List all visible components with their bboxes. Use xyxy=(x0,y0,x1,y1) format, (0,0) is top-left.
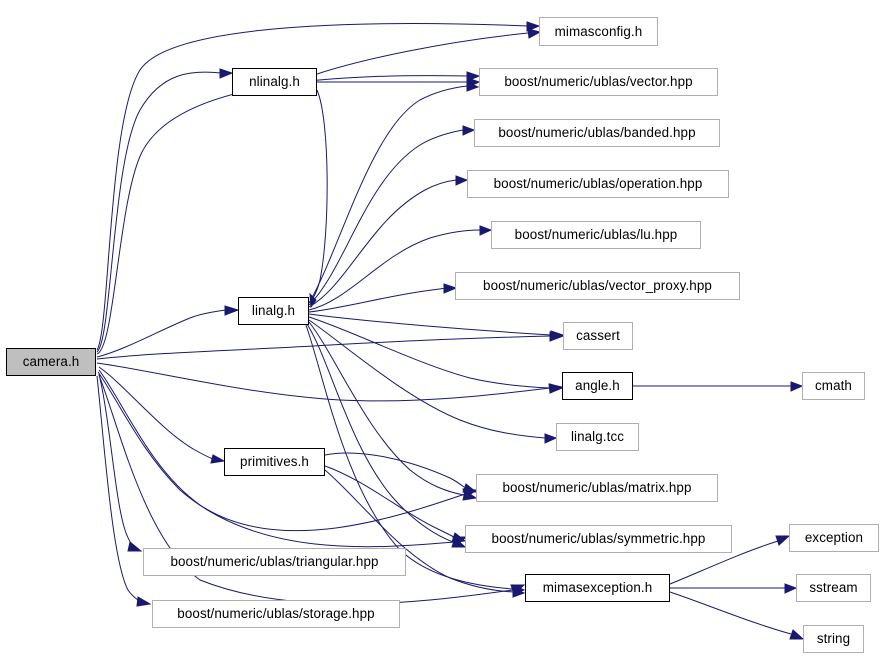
graph-node-ublas_sym[interactable]: boost/numeric/ublas/symmetric.hpp xyxy=(465,525,732,553)
edge-nlinalg-to-mimasconfig xyxy=(316,28,542,75)
arrowhead-icon xyxy=(219,68,234,79)
graph-node-label: boost/numeric/ublas/matrix.hpp xyxy=(502,480,692,496)
edge-mimasexc-to-exception xyxy=(669,535,791,585)
edge-camera-to-nlinalg xyxy=(96,68,234,353)
graph-node-mimasexc[interactable]: mimasexception.h xyxy=(525,574,670,602)
graph-node-string[interactable]: string xyxy=(803,625,864,653)
edge-nlinalg-to-ublas_vector xyxy=(317,77,481,88)
graph-node-label: camera.h xyxy=(22,354,80,370)
graph-node-label: nlinalg.h xyxy=(249,74,300,90)
graph-node-label: primitives.h xyxy=(240,454,309,470)
graph-node-label: boost/numeric/ublas/vector.hpp xyxy=(504,74,693,90)
graph-node-label: boost/numeric/ublas/operation.hpp xyxy=(493,176,703,192)
edge-mimasexc-to-sstream xyxy=(669,583,798,594)
graph-node-label: exception xyxy=(804,530,864,546)
arrowhead-icon xyxy=(455,175,469,186)
graph-node-exception[interactable]: exception xyxy=(789,524,879,552)
graph-node-ublas_oper[interactable]: boost/numeric/ublas/operation.hpp xyxy=(467,170,729,198)
arrowhead-icon xyxy=(462,125,476,136)
edge-camera-to-ublas_tri xyxy=(98,373,143,552)
edge-linalg-to-cassert xyxy=(308,313,565,341)
edge-linalg-to-ublas_banded xyxy=(308,125,476,306)
graph-node-label: linalg.h xyxy=(251,303,296,319)
arrowhead-icon xyxy=(210,454,226,464)
arrowhead-icon xyxy=(549,383,564,394)
edge-angle-to-cmath xyxy=(633,381,804,392)
graph-node-label: boost/numeric/ublas/symmetric.hpp xyxy=(491,531,706,547)
edge-primitives-to-ublas_sym xyxy=(324,465,467,543)
graph-node-cassert[interactable]: cassert xyxy=(563,322,633,350)
graph-node-ublas_vproxy[interactable]: boost/numeric/ublas/vector_proxy.hpp xyxy=(455,272,740,300)
graph-node-label: boost/numeric/ublas/banded.hpp xyxy=(498,125,696,141)
graph-node-label: boost/numeric/ublas/lu.hpp xyxy=(514,227,678,243)
arrowhead-icon xyxy=(789,629,805,640)
graph-node-ublas_tri[interactable]: boost/numeric/ublas/triangular.hpp xyxy=(143,548,406,576)
edge-linalg-to-ublas_oper xyxy=(308,175,469,308)
graph-node-angle[interactable]: angle.h xyxy=(562,372,633,400)
edge-camera-to-primitives xyxy=(98,366,226,464)
graph-node-linalg_tcc[interactable]: linalg.tcc xyxy=(556,423,639,451)
arrowhead-icon xyxy=(479,225,493,236)
arrowhead-icon xyxy=(462,483,478,493)
edge-linalg-to-angle xyxy=(308,316,564,394)
edge-camera-to-linalg xyxy=(96,305,240,358)
graph-node-label: sstream xyxy=(809,580,858,596)
edge-primitives-to-mimasexc xyxy=(324,469,526,598)
arrowhead-icon xyxy=(512,587,526,598)
edge-primitives-to-ublas_matrix xyxy=(324,452,478,493)
edge-linalg-to-linalg_tcc xyxy=(308,319,558,444)
graph-node-primitives[interactable]: primitives.h xyxy=(224,448,325,476)
edge-linalg-to-ublas_matrix xyxy=(308,321,478,501)
graph-node-ublas_matrix[interactable]: boost/numeric/ublas/matrix.hpp xyxy=(476,474,718,502)
graph-node-camera[interactable]: camera.h xyxy=(6,348,96,376)
arrowhead-icon xyxy=(790,381,804,392)
arrowhead-icon xyxy=(550,330,565,341)
edge-camera-to-ublas_storage xyxy=(96,375,152,607)
edge-camera-to-mimasconfig xyxy=(96,21,541,351)
edge-mimasexc-to-string xyxy=(669,591,805,640)
edge-linalg-to-ublas_vproxy xyxy=(308,283,458,313)
graph-node-label: linalg.tcc xyxy=(570,429,625,445)
arrowhead-icon xyxy=(775,535,791,546)
graph-node-linalg[interactable]: linalg.h xyxy=(238,297,309,325)
arrowhead-icon xyxy=(544,433,558,444)
graph-node-label: cmath xyxy=(815,378,852,394)
graph-node-label: angle.h xyxy=(575,378,620,394)
arrowhead-icon xyxy=(136,596,152,607)
arrowhead-icon xyxy=(443,283,458,294)
graph-node-cmath[interactable]: cmath xyxy=(802,372,865,400)
graph-node-ublas_vector[interactable]: boost/numeric/ublas/vector.hpp xyxy=(479,68,718,96)
arrowhead-icon xyxy=(527,28,542,39)
arrowhead-icon xyxy=(127,541,143,552)
graph-node-label: string xyxy=(816,631,851,647)
arrowhead-icon xyxy=(462,490,478,501)
graph-node-label: boost/numeric/ublas/vector_proxy.hpp xyxy=(483,278,712,294)
graph-node-ublas_storage[interactable]: boost/numeric/ublas/storage.hpp xyxy=(152,600,400,628)
graph-node-label: boost/numeric/ublas/triangular.hpp xyxy=(170,554,379,570)
graph-node-ublas_banded[interactable]: boost/numeric/ublas/banded.hpp xyxy=(474,119,720,147)
edge-linalg-to-ublas_lu xyxy=(308,225,493,311)
graph-node-label: cassert xyxy=(576,328,620,344)
arrowhead-icon xyxy=(466,81,480,92)
arrowhead-icon xyxy=(224,305,240,316)
graph-node-label: mimasconfig.h xyxy=(554,23,643,39)
arrowhead-icon xyxy=(784,583,798,594)
graph-node-label: boost/numeric/ublas/storage.hpp xyxy=(177,606,375,622)
edge-linalg-to-ublas_sym xyxy=(306,323,467,548)
edge-linalg-to-ublas_vector xyxy=(308,81,480,304)
graph-node-sstream[interactable]: sstream xyxy=(796,574,871,602)
graph-node-ublas_lu[interactable]: boost/numeric/ublas/lu.hpp xyxy=(491,221,701,249)
graph-node-mimasconfig[interactable]: mimasconfig.h xyxy=(539,17,658,46)
edge-nlinalg-to-linalg xyxy=(309,89,328,309)
arrowhead-icon xyxy=(451,532,467,543)
arrowhead-icon xyxy=(526,21,541,32)
graph-node-nlinalg[interactable]: nlinalg.h xyxy=(232,68,317,96)
graph-node-label: mimasexception.h xyxy=(542,580,653,596)
